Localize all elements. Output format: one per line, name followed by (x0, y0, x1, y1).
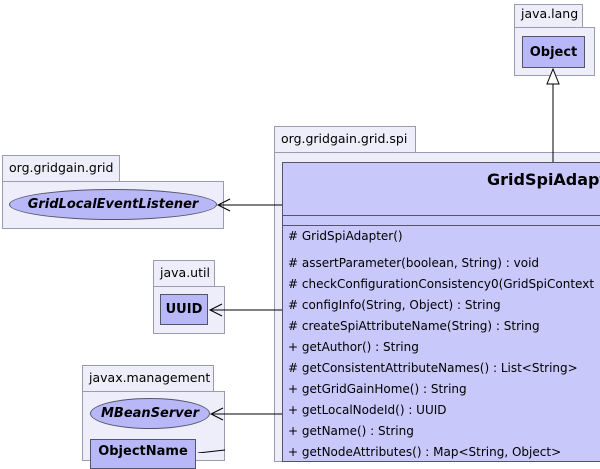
class-uuid-label: UUID (165, 302, 203, 317)
package-spi-label: org.gridgain.grid.spi (281, 131, 408, 146)
method-item: + getGridGainHome() : String (288, 382, 467, 396)
interface-mbean-server-label: MBeanServer (101, 406, 199, 421)
interface-mbean-server[interactable]: MBeanServer (90, 398, 210, 429)
method-item: # configInfo(String, Object) : String (288, 298, 501, 312)
edge-arrowhead (216, 198, 231, 212)
edge-arrowhead (209, 407, 224, 421)
method-item: # checkConfigurationConsistency0(GridSpi… (288, 277, 595, 291)
class-uuid[interactable]: UUID (160, 294, 208, 325)
method-item: + getName() : String (288, 424, 414, 438)
method-item: + getAuthor() : String (288, 340, 419, 354)
package-grid-label: org.gridgain.grid (9, 160, 114, 175)
constructor: # GridSpiAdapter() (288, 229, 403, 243)
package-java-lang-label: java.lang (521, 6, 579, 21)
package-javax-management-label: javax.management (89, 370, 211, 385)
edge-extends-arrowhead (546, 67, 560, 85)
method-item: + getLocalNodeId() : UUID (288, 403, 447, 417)
attributes-separator (283, 215, 600, 216)
methods-separator (283, 225, 600, 226)
edge-arrowhead (208, 303, 223, 317)
package-java-lang-tab: java.lang (514, 4, 583, 28)
method-item: # createSpiAttributeName(String) : Strin… (288, 319, 540, 333)
method-item: # assertParameter(boolean, String) : voi… (288, 256, 540, 270)
package-grid-tab: org.gridgain.grid (2, 155, 120, 182)
class-object[interactable]: Object (522, 36, 585, 68)
relationship-edges (197, 67, 560, 453)
class-object-label: Object (529, 44, 578, 60)
package-java-util-label: java.util (160, 265, 210, 280)
class-grid-spi-adapter-title: GridSpiAdapter (487, 170, 600, 189)
method-item: # getConsistentAttributeNames() : List<S… (288, 361, 578, 375)
interface-grid-local-event-listener-label: GridLocalEventListener (27, 197, 199, 212)
interface-grid-local-event-listener[interactable]: GridLocalEventListener (9, 189, 217, 220)
